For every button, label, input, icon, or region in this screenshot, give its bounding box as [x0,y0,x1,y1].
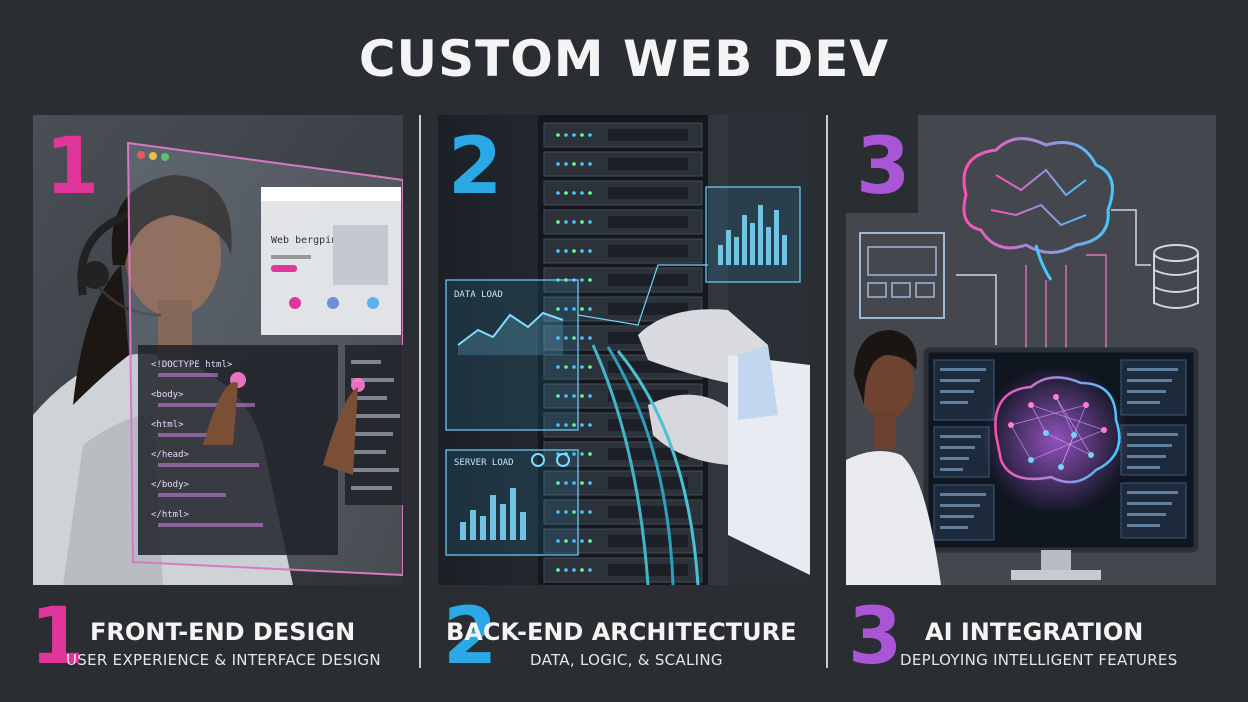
panel-1-number: 1 [45,122,100,212]
panel-2-number: 2 [448,122,503,212]
code-line: </head> [151,450,190,460]
code-line: <body> [151,390,184,400]
front-end-title: FRONT-END DESIGN [90,618,356,646]
panel-ai-image [846,115,1216,585]
panel-3-number: 3 [856,122,911,212]
divider-1 [419,115,421,668]
code-line: </html> [151,510,190,520]
divider-2 [826,115,828,668]
caption-number-1: 1 [30,592,85,682]
front-end-subtitle: USER EXPERIENCE & INTERFACE DESIGN [66,651,381,669]
ai-integration-subtitle: DEPLOYING INTELLIGENT FEATURES [900,651,1178,669]
code-line: </body> [151,480,190,490]
panel-back-end-image: DATA LOAD SERVER LOAD [438,115,810,585]
back-end-title: BACK-END ARCHITECTURE [446,618,797,646]
code-line: <!DOCTYPE html> [151,360,233,370]
caption-number-2: 2 [443,592,498,682]
caption-number-3: 3 [848,592,903,682]
page-title: CUSTOM WEB DEV [358,30,890,88]
server-load-label: SERVER LOAD [454,458,514,468]
website-mockup-heading: Web bergpiner [271,235,349,246]
code-line: <html> [151,420,184,430]
back-end-subtitle: DATA, LOGIC, & SCALING [530,651,723,669]
panel-front-end-image: Web bergpiner <!DOCTYPE html> <body> <html… [33,115,403,585]
data-load-label: DATA LOAD [454,290,503,300]
ai-integration-title: AI INTEGRATION [925,618,1144,646]
